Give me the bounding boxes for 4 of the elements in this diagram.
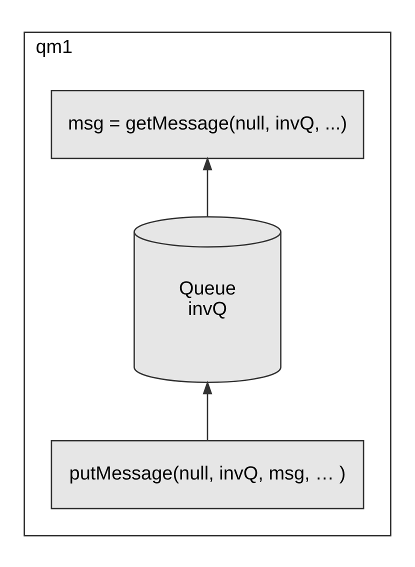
- arrow: [202, 156, 212, 216]
- node-box: putMessage(null, invQ, msg, … ): [50, 440, 364, 509]
- arrow: [202, 380, 212, 440]
- node-box: msg = getMessage(null, invQ, ...): [50, 89, 364, 159]
